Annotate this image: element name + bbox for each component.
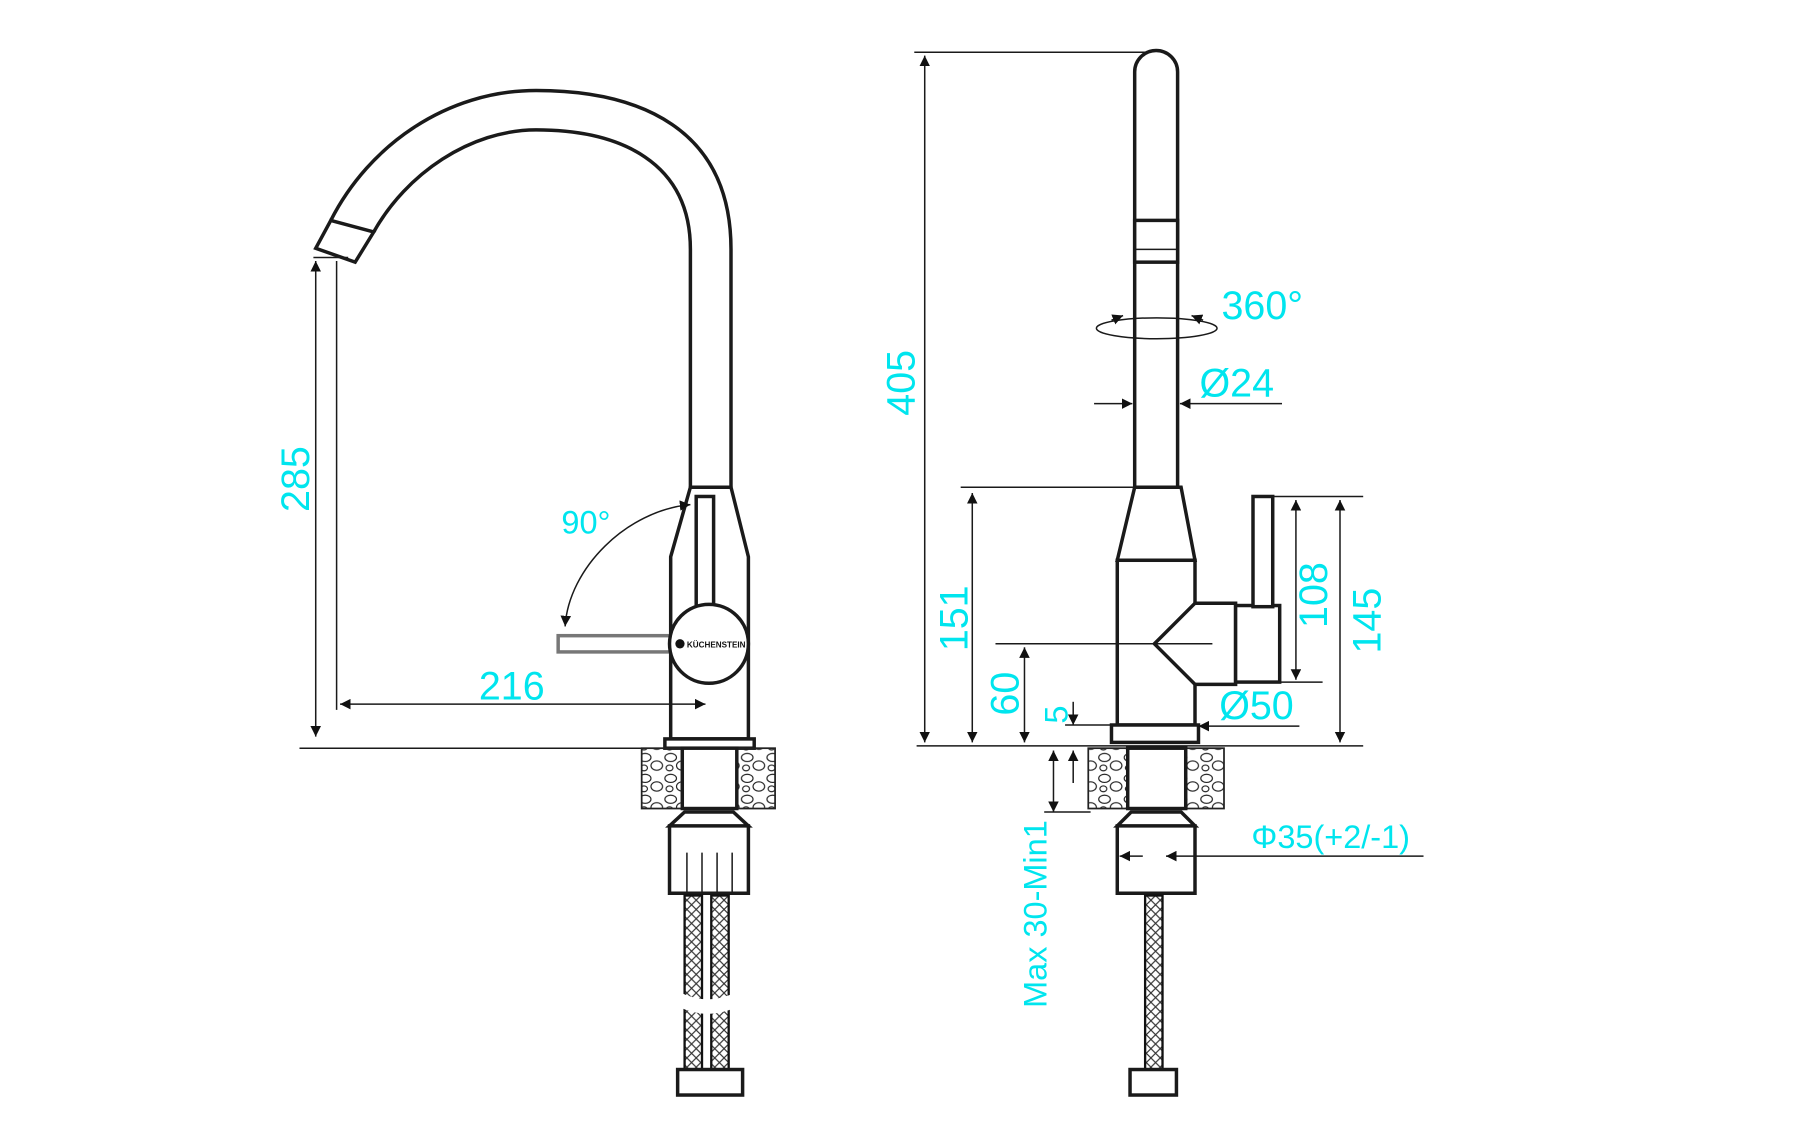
hose-right xyxy=(710,894,730,1071)
swivel-ellipse xyxy=(1095,317,1218,340)
dim-5-label: 5 xyxy=(1038,706,1074,724)
aerator xyxy=(1132,218,1180,264)
spout-inner xyxy=(372,128,693,488)
hose-side xyxy=(1143,894,1164,1071)
dim-90-label: 90° xyxy=(561,505,610,541)
shank-side xyxy=(1125,746,1188,811)
logo-icon xyxy=(675,639,685,649)
brand-logo: KÜCHENSTEIN xyxy=(687,640,746,649)
dim-405-label: 405 xyxy=(879,350,923,416)
dim-360-label: 360° xyxy=(1222,284,1304,328)
dim-24-label: Ø24 xyxy=(1200,362,1275,406)
handle-lever-side xyxy=(1251,494,1275,609)
spout-outer xyxy=(329,88,733,488)
hose-left xyxy=(683,894,704,1071)
rotation-arc-90 xyxy=(560,500,691,627)
base-plate-side xyxy=(1109,723,1201,745)
dim-145-label: 145 xyxy=(1346,588,1390,654)
dim-216-label: 216 xyxy=(479,664,545,708)
front-view: KÜCHENSTEIN 285 216 90° xyxy=(274,88,776,1097)
dim-285-label: 285 xyxy=(274,446,318,512)
hose-break xyxy=(678,991,737,1014)
shank xyxy=(680,746,739,811)
dim-60-label: 60 xyxy=(984,672,1028,716)
handle-lever-rotated xyxy=(556,633,673,654)
dim-151-label: 151 xyxy=(933,585,977,651)
handle-block xyxy=(1233,603,1282,684)
spout-tip xyxy=(313,218,377,265)
body-cone xyxy=(1115,485,1198,563)
hose-end-nuts xyxy=(675,1067,745,1097)
mount-nut xyxy=(665,810,753,895)
hose-end-nut-side xyxy=(1128,1067,1179,1097)
spout-side xyxy=(1132,48,1180,489)
handle-lever xyxy=(694,494,716,609)
dim-counter-thickness-label: Max 30-Min1 xyxy=(1018,820,1054,1008)
dim-50-label: Ø50 xyxy=(1219,684,1294,728)
mount-nut-side xyxy=(1113,810,1200,895)
dim-35-label: Φ35(+2/-1) xyxy=(1251,819,1410,855)
dim-108-label: 108 xyxy=(1292,562,1336,628)
side-view: 405 151 60 5 Max 30-Min1 108 145 Ø24 Ø50… xyxy=(879,48,1424,1097)
